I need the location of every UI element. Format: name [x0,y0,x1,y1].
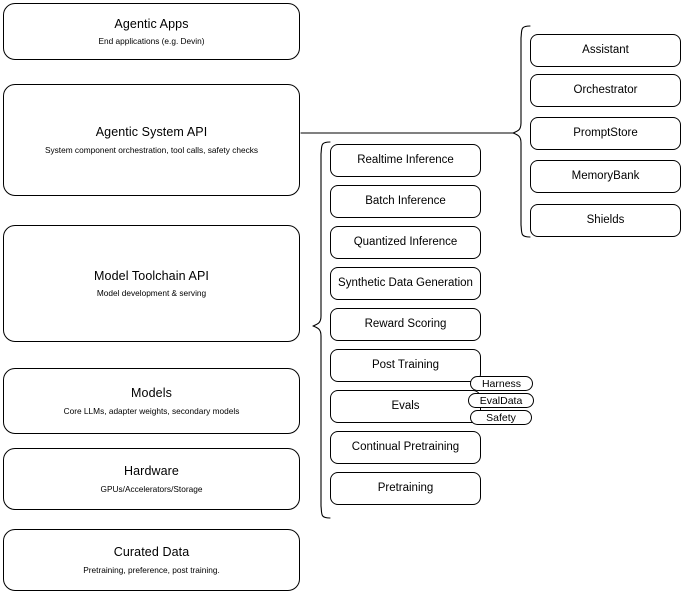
component-orchestrator[interactable]: Orchestrator [530,74,681,107]
capability-evals[interactable]: Evals [330,390,481,423]
capability-synthetic-data-generation[interactable]: Synthetic Data Generation [330,267,481,300]
capability-reward-scoring[interactable]: Reward Scoring [330,308,481,341]
capability-realtime-inference[interactable]: Realtime Inference [330,144,481,177]
capability-batch-inference[interactable]: Batch Inference [330,185,481,218]
layer-models[interactable]: Models Core LLMs, adapter weights, secon… [3,368,300,434]
layer-title: Curated Data [113,545,190,559]
capability-quantized-inference[interactable]: Quantized Inference [330,226,481,259]
component-shields[interactable]: Shields [530,204,681,237]
badge-evaldata[interactable]: EvalData [468,393,534,408]
layer-title: Hardware [124,464,179,478]
capability-continual-pretraining[interactable]: Continual Pretraining [330,431,481,464]
layer-title: Agentic Apps [114,16,189,31]
badge-safety[interactable]: Safety [470,410,532,425]
component-assistant[interactable]: Assistant [530,34,681,67]
layer-subtitle: Pretraining, preference, post training. [83,564,220,575]
layer-subtitle: Core LLMs, adapter weights, secondary mo… [63,405,240,416]
layer-model-toolchain-api[interactable]: Model Toolchain API Model development & … [3,225,300,342]
capability-post-training[interactable]: Post Training [330,349,481,382]
layer-subtitle: GPUs/Accelerators/Storage [100,483,203,494]
badge-harness[interactable]: Harness [470,376,533,391]
layer-subtitle: End applications (e.g. Devin) [98,36,205,47]
layer-agentic-apps[interactable]: Agentic Apps End applications (e.g. Devi… [3,3,300,60]
layer-agentic-system-api[interactable]: Agentic System API System component orch… [3,84,300,196]
layer-title: Agentic System API [95,125,208,139]
layer-title: Model Toolchain API [94,268,209,283]
component-memorybank[interactable]: MemoryBank [530,160,681,193]
layer-subtitle: System component orchestration, tool cal… [44,144,259,155]
layer-hardware[interactable]: Hardware GPUs/Accelerators/Storage [3,448,300,510]
layer-subtitle: Model development & serving [96,288,207,299]
capability-pretraining[interactable]: Pretraining [330,472,481,505]
layer-curated-data[interactable]: Curated Data Pretraining, preference, po… [3,529,300,591]
component-promptstore[interactable]: PromptStore [530,117,681,150]
layer-title: Models [131,386,172,400]
